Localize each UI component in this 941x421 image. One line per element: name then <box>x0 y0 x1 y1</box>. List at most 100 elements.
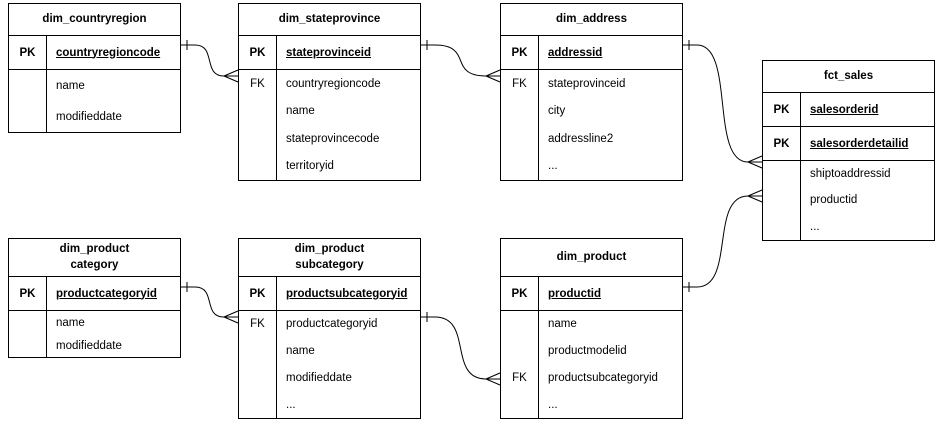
body-key-column: FK <box>501 70 539 180</box>
relationship-line <box>194 44 225 77</box>
body-key: FK <box>250 77 265 90</box>
field-name: name <box>286 345 315 358</box>
pk-row: PK productid <box>501 277 682 311</box>
field-name: name <box>56 316 85 329</box>
crowsfoot-lower <box>223 316 239 324</box>
field-name: productid <box>810 194 858 207</box>
relationship-line <box>696 195 749 288</box>
field-name: productid <box>548 287 602 300</box>
field-name: ... <box>548 160 558 173</box>
body-key <box>763 187 800 213</box>
field-name: name <box>548 318 577 331</box>
body-key <box>763 161 800 187</box>
body-key-column <box>9 311 47 357</box>
entity-body-dim_product: FK name productmodelid productsubcategoryid… <box>501 311 682 418</box>
key-label: PK <box>763 127 801 160</box>
body-key <box>501 311 538 338</box>
relationship-address-to-fctsales <box>683 40 763 169</box>
field-name: productsubcategoryid <box>548 371 658 384</box>
pk-row: PK salesorderdetailid <box>763 127 934 161</box>
body-key <box>9 70 46 101</box>
body-key <box>239 365 276 392</box>
key-label: PK <box>501 36 539 69</box>
relationship-line <box>194 286 225 318</box>
entity-title-fct_sales: fct_sales <box>763 61 934 93</box>
body-key: FK <box>250 318 265 331</box>
body-key <box>239 391 276 418</box>
body-key <box>239 338 276 365</box>
pk-row: PK productsubcategoryid <box>239 277 420 311</box>
relationship-subcategory-to-product <box>421 312 501 386</box>
relationship-productcategory-to-subcategory <box>181 282 239 324</box>
field-name: name <box>286 105 315 118</box>
crowsfoot-upper <box>223 310 239 318</box>
body-key <box>9 311 46 334</box>
field-name: countryregioncode <box>286 77 381 90</box>
body-key: FK <box>512 77 527 90</box>
body-key: FK <box>512 371 527 384</box>
crowsfoot-lower <box>747 195 763 203</box>
crowsfoot-lower <box>223 75 239 83</box>
body-key <box>239 125 276 153</box>
field-name: shiptoaddressid <box>810 168 891 181</box>
field-name: stateprovinceid <box>548 77 626 90</box>
entity-title-dim_product: dim_product <box>501 239 682 277</box>
crowsfoot-lower <box>485 378 501 386</box>
field-name: productcategoryid <box>286 318 378 331</box>
key-label: PK <box>239 36 277 69</box>
field-name: productsubcategoryid <box>286 287 408 300</box>
entity-title-dim_productsubcategory: dim_product subcategory <box>239 239 420 277</box>
field-name: productcategoryid <box>56 287 157 300</box>
body-key <box>501 98 538 126</box>
field-name: salesorderdetailid <box>810 137 909 150</box>
pk-row: PK addressid <box>501 36 682 70</box>
relationship-line <box>434 316 487 380</box>
field-name: countryregioncode <box>56 46 161 59</box>
relationship-product-to-fctsales <box>683 189 763 292</box>
crowsfoot-upper <box>485 69 501 77</box>
key-label: PK <box>9 277 47 310</box>
field-name: ... <box>286 398 296 411</box>
crowsfoot-upper <box>747 189 763 197</box>
body-key <box>9 334 46 357</box>
relationship-countryregion-to-stateprovince <box>181 40 239 83</box>
field-name: modifieddate <box>56 110 122 123</box>
crowsfoot-upper <box>485 372 501 380</box>
field-name: addressline2 <box>548 132 614 145</box>
key-label: PK <box>239 277 277 310</box>
body-key <box>239 153 276 181</box>
field-name: ... <box>548 398 558 411</box>
body-key-column <box>9 70 47 132</box>
key-label: PK <box>763 93 801 126</box>
field-name: addressid <box>548 46 603 59</box>
pk-row: PK productcategoryid <box>9 277 180 311</box>
body-key <box>501 391 538 418</box>
body-key <box>501 125 538 153</box>
relationship-stateprovince-to-address <box>421 40 501 83</box>
key-label: PK <box>501 277 539 310</box>
field-name: territoryid <box>286 160 334 173</box>
entity-title-dim_stateprovince: dim_stateprovince <box>239 4 420 36</box>
field-name: productmodelid <box>548 345 627 358</box>
crowsfoot-lower <box>485 75 501 83</box>
body-key <box>239 98 276 126</box>
